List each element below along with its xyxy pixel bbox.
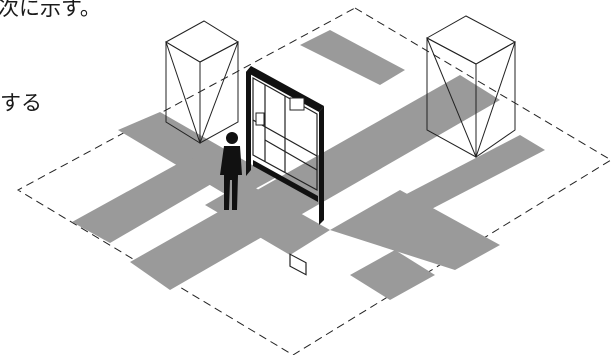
walkways [72, 30, 545, 300]
left-glass-block [164, 20, 240, 144]
cut-text-middle: する [0, 91, 42, 115]
walkway-bottom [350, 250, 435, 300]
walkway-lower-right [330, 190, 500, 270]
cut-text-top: 次に示す。 [0, 0, 101, 20]
walkway-left-arm [72, 157, 225, 243]
walkway-main-diagonal [130, 75, 500, 290]
walkway-upper [300, 30, 405, 85]
walkway-lower-right-2 [395, 135, 545, 215]
right-glass-block [425, 15, 517, 158]
display-frame [246, 66, 324, 276]
standing-person-icon [220, 132, 242, 210]
